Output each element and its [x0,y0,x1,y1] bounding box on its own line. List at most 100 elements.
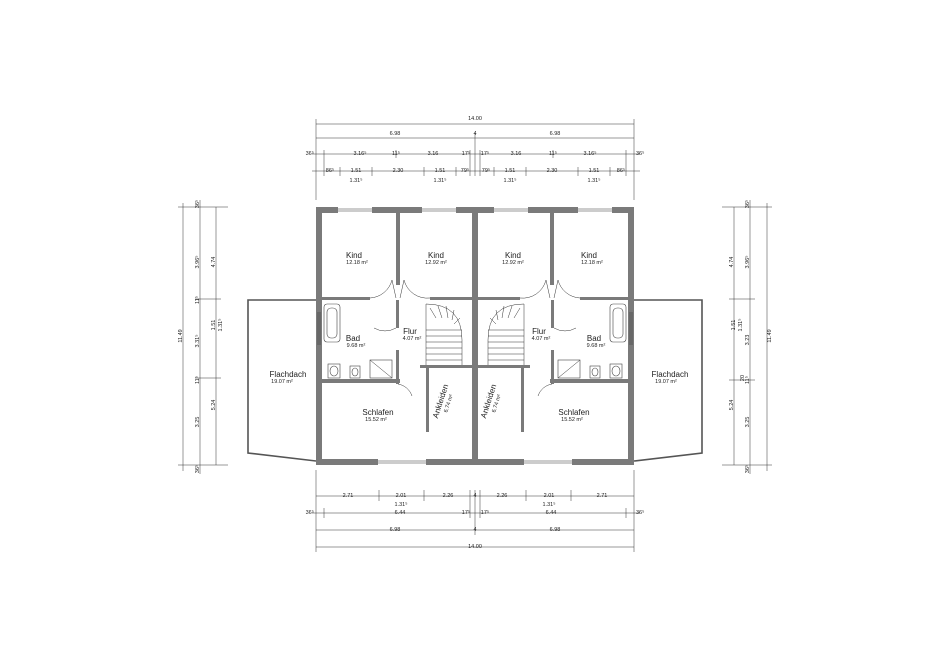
dim-right-r2-4: 5.24 [729,400,735,411]
dim-left-r2-0: 4.74 [211,257,217,268]
dim-bot-total: 14.00 [468,544,482,550]
shower-right [557,359,581,379]
dim-bot-r2-3: 17⁵ [481,509,489,516]
dim-bot-r1-5: 2.01 [544,493,555,499]
dim-top-r1-7: 11⁵ [549,150,557,157]
room-kind-left-inner-area: 12.92 m² [425,260,447,266]
dim-top-half-right: 6.98 [550,131,561,137]
dim-top-r2-sub-2: 1.31⁵ [504,177,517,184]
dim-top-r2-6: 1.51 [505,168,516,174]
room-flur-right-name: Flur [532,327,546,336]
room-ankleiden-right-area: 6.74 m² [491,394,503,414]
toilet-left [349,365,361,379]
walls [316,207,634,465]
dim-left-r2-1: 1.51 [211,320,217,331]
dim-left-r1-1: 3.96⁵ [194,256,201,269]
dim-bot-r1-1: 2.01 [396,493,407,499]
room-bad-left-area: 9.68 m² [347,343,366,349]
room-kind-left-outer-name: Kind [346,251,362,260]
dim-top-r1-3: 3.16 [428,151,439,157]
dim-top-r1-4: 17⁵ [462,150,470,157]
dim-top-r1-9: 36⁵ [636,150,644,157]
bottom-dimension-chains: 2.71 2.01 2.26 4 2.26 2.01 2.71 1.31⁵ 1.… [306,470,644,552]
dim-right-r1-5: 36⁵ [744,465,751,473]
dim-bot-r1-6: 2.71 [597,493,608,499]
dim-bot-r2-4: 6.44 [546,510,557,516]
room-schlafen-left-area: 15.52 m² [365,417,387,423]
washbasin-left [327,363,341,379]
dim-top-r1-2: 11⁵ [392,150,400,157]
room-bad-right-name: Bad [587,334,601,343]
room-ankleiden-left-area: 6.74 m² [443,394,455,414]
bathtub-right [609,303,627,343]
room-flur-left-name: Flur [403,327,417,336]
dim-right-r1-2: 1.51 [731,320,737,331]
dim-bot-r1-2: 2.26 [443,493,454,499]
dim-left-r1-4: 11⁵ [194,376,201,384]
room-flachdach-left-area: 19.07 m² [271,379,293,385]
room-bad-left-name: Bad [346,334,360,343]
dim-right-r1-0: 36⁵ [744,200,751,208]
dim-left-r2-3: 5.24 [211,400,217,411]
dim-top-r2-3: 1.51 [435,168,446,174]
dim-bot-r1-0: 2.71 [343,493,354,499]
bathtub-left [323,303,341,343]
room-schlafen-right-name: Schlafen [558,408,589,417]
dim-top-half-mid: 4 [473,131,476,137]
dim-top-r2-4: 79⁵ [461,167,469,174]
stairs-right [487,303,525,365]
dim-bot-r2-0: 36⁵ [306,509,314,516]
dim-left-r1-0: 36⁵ [194,200,201,208]
dim-top-r2-2: 2.30 [393,168,404,174]
dim-left-r1-5: 3.25 [195,417,201,428]
room-schlafen-right-area: 15.52 m² [561,417,583,423]
dim-left-r1-6: 36⁵ [194,465,201,473]
dim-top-r2-7: 2.30 [547,168,558,174]
dim-top-r1-8: 3.16⁵ [584,150,597,157]
dim-left-r1-3: 3.31⁵ [194,335,201,348]
room-flachdach-left-name: Flachdach [270,370,307,379]
dim-bot-r1-4: 2.26 [497,493,508,499]
dim-bot-r2-2: 17⁵ [462,509,470,516]
dim-right-r2-3: 20 [740,375,746,381]
dim-right-r1-1: 3.96⁵ [744,256,751,269]
dim-top-r2-1: 1.51 [351,168,362,174]
dim-right-r1-4: 3.25 [745,417,751,428]
dim-top-r2-0: 86⁵ [326,167,334,174]
room-flur-right-area: 4.07 m² [532,336,551,342]
stairs-left [425,303,463,365]
room-kind-left-inner-name: Kind [428,251,444,260]
room-labels: Kind 12.18 m² Kind 12.92 m² Kind 12.92 m… [270,251,689,423]
right-dimension-chains: 11.49 36⁵ 3.96⁵ 1.51 11⁵ 3.25 36⁵ 4.74 1… [722,200,773,474]
dim-top-r1-5: 17⁵ [481,150,489,157]
dim-bot-half-left: 6.98 [390,527,401,533]
dim-top-r2-sub-1: 1.31⁵ [434,177,447,184]
room-kind-right-outer-area: 12.18 m² [581,260,603,266]
room-schlafen-left-name: Schlafen [362,408,393,417]
dim-bot-r2-1: 6.44 [395,510,406,516]
room-flachdach-right-name: Flachdach [652,370,689,379]
toilet-right [589,365,601,379]
dim-left-r2-2: 1.31⁵ [217,319,224,332]
room-kind-right-inner-area: 12.92 m² [502,260,524,266]
left-dimension-chains: 11.49 36⁵ 3.96⁵ 11⁵ 3.31⁵ 11⁵ 3.25 36⁵ 4… [178,200,228,474]
dim-top-r1-6: 3.16 [511,151,522,157]
dim-right-r2-1: 1.31⁵ [737,319,744,332]
dim-bot-half-mid: 4 [473,527,476,533]
dim-top-r2-sub-3: 1.31⁵ [588,177,601,184]
dim-top-r2-5: 79⁵ [482,167,490,174]
dim-bot-r1-sub-1: 1.31⁵ [543,501,556,508]
dim-top-r2-sub-0: 1.31⁵ [350,177,363,184]
dim-left-total: 11.49 [178,329,184,342]
windows [317,208,633,464]
room-flur-left-area: 4.07 m² [403,336,422,342]
door-swings [369,279,581,397]
dim-right-total: 11.49 [767,329,773,342]
shower-left [369,359,393,379]
top-dimension-chains: 14.00 6.98 4 6.98 36⁵ 3.16⁵ 11⁵ 3.16 17⁵… [306,116,644,200]
dim-right-r2-2: 3.23 [745,335,751,346]
dim-top-r2-9: 86⁵ [617,167,625,174]
dim-top-r1-1: 3.16⁵ [354,150,367,157]
flat-roofs [247,299,703,462]
dim-bot-r1-sub-0: 1.31⁵ [395,501,408,508]
